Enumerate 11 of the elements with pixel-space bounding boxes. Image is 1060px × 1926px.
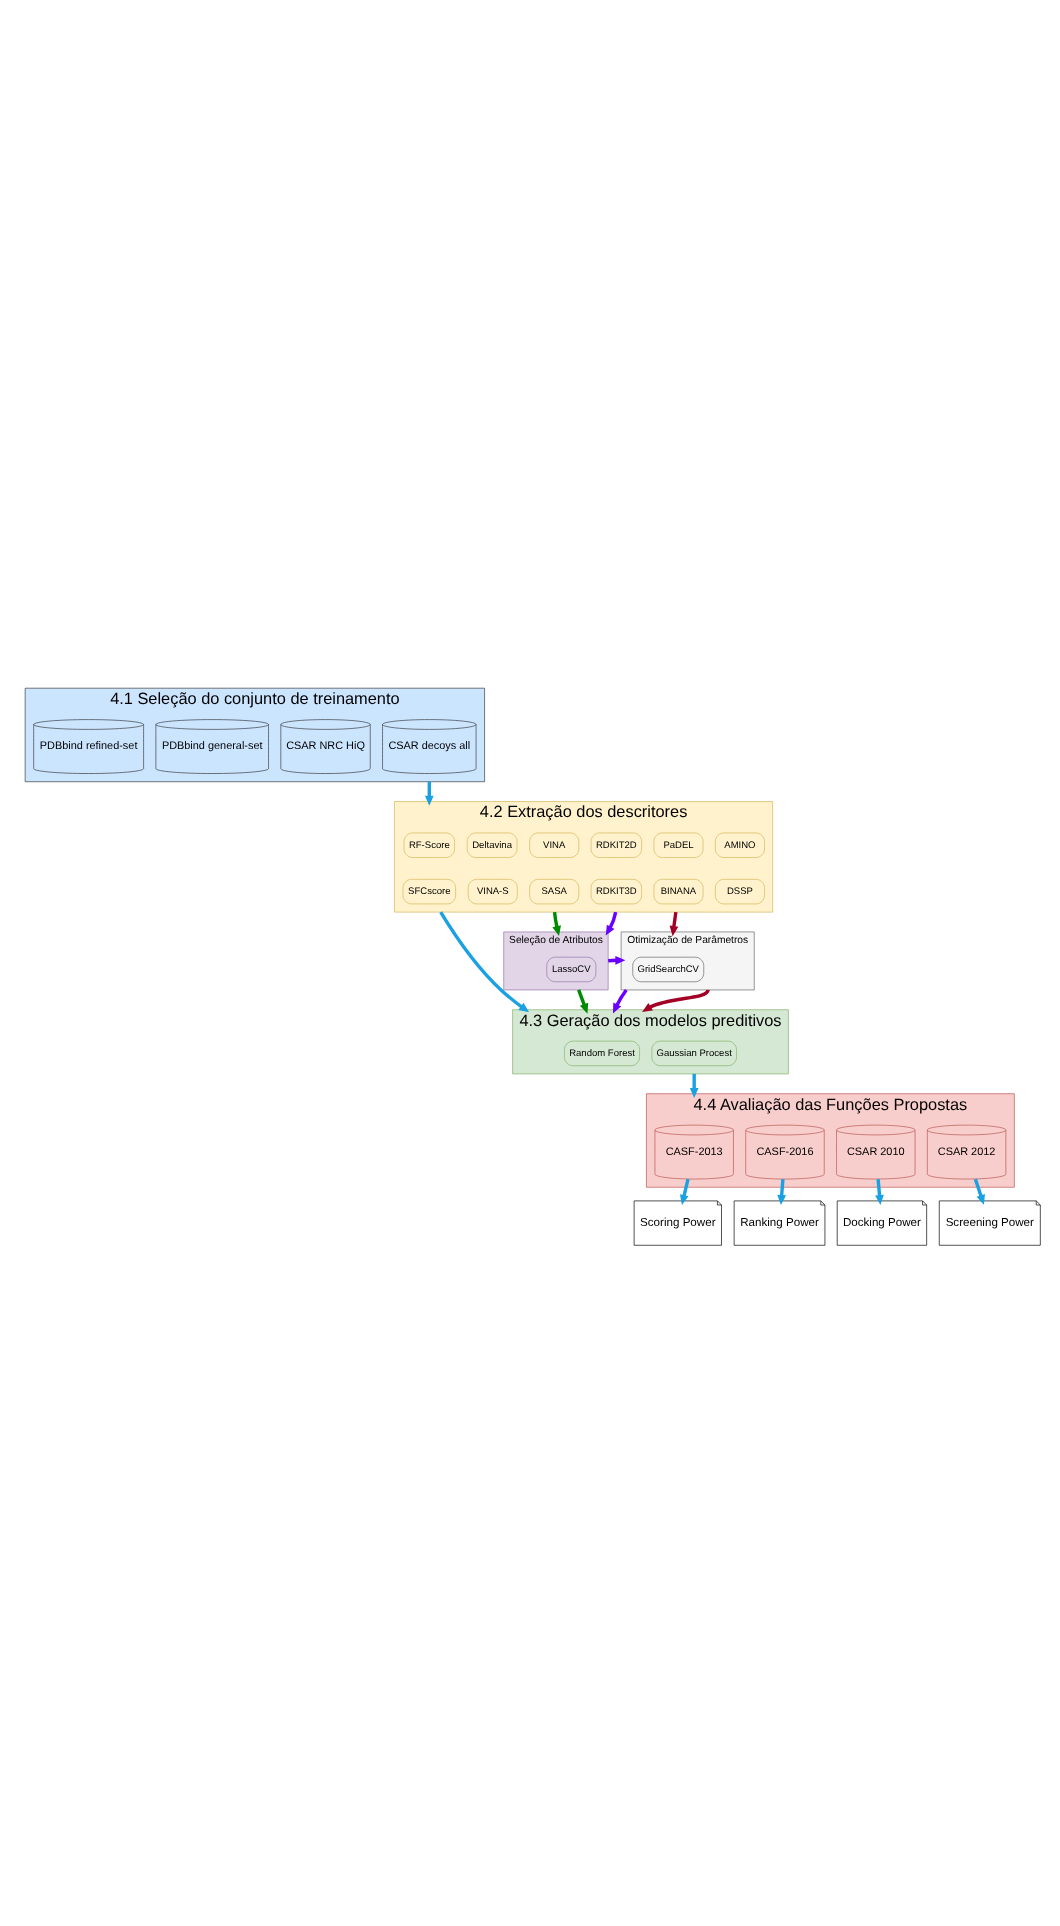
arrow <box>973 1177 985 1204</box>
arrow <box>605 910 618 935</box>
arrow <box>777 1177 787 1205</box>
arrow <box>689 1072 699 1097</box>
arrow <box>875 1177 884 1205</box>
arrow <box>577 988 589 1013</box>
arrow <box>552 910 561 936</box>
arrow <box>679 1177 690 1204</box>
arrow <box>642 988 710 1011</box>
arrow <box>439 910 530 1012</box>
arrow <box>612 987 628 1013</box>
